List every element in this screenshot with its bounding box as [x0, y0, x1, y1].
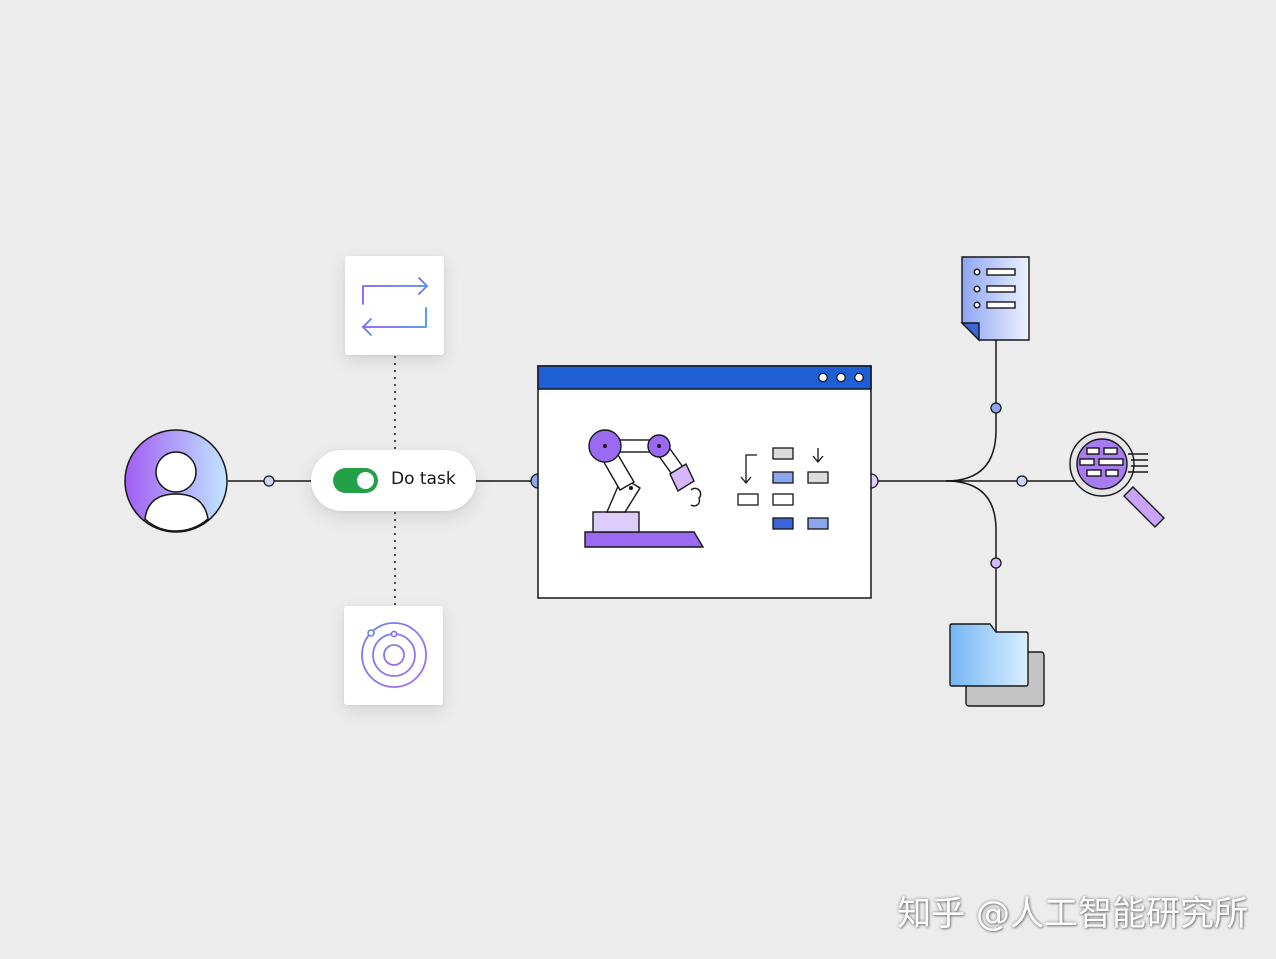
watermark: 知乎 @人工智能研究所	[897, 894, 1248, 934]
toggle-knob	[357, 472, 374, 489]
task-node[interactable]: Do task	[311, 450, 476, 511]
app-window	[537, 365, 872, 599]
folder-icon	[949, 623, 1045, 707]
workflow-block	[772, 447, 794, 460]
connector-dot	[990, 402, 1002, 414]
user-avatar-icon	[124, 429, 228, 533]
workflow-blocks-icon	[737, 447, 829, 530]
swap-card	[345, 256, 444, 355]
window-dot-icon	[818, 372, 828, 383]
task-toggle[interactable]	[333, 468, 378, 493]
window-titlebar	[537, 365, 872, 390]
window-dot-icon	[854, 372, 864, 383]
robot-arm-icon	[584, 429, 705, 548]
connector-dot	[990, 557, 1002, 569]
window-dot-icon	[836, 372, 846, 383]
workflow-block	[772, 517, 794, 530]
magnifier-icon	[1069, 431, 1165, 528]
branch-to-folder-line	[945, 480, 997, 632]
orbit-icon	[361, 622, 427, 688]
connector-dot	[263, 475, 275, 487]
connector-dot	[1016, 475, 1028, 487]
document-list-icon	[960, 256, 1030, 342]
workflow-block	[737, 493, 759, 506]
workflow-block	[772, 471, 794, 484]
task-label: Do task	[391, 469, 456, 489]
branch-to-document-line	[945, 340, 997, 482]
orbit-card	[344, 606, 443, 705]
window-controls	[818, 372, 864, 383]
connector-lines	[228, 340, 1074, 632]
workflow-block	[807, 471, 829, 484]
workflow-block	[772, 493, 794, 506]
workflow-block	[807, 517, 829, 530]
swap-arrows-icon	[362, 277, 428, 336]
